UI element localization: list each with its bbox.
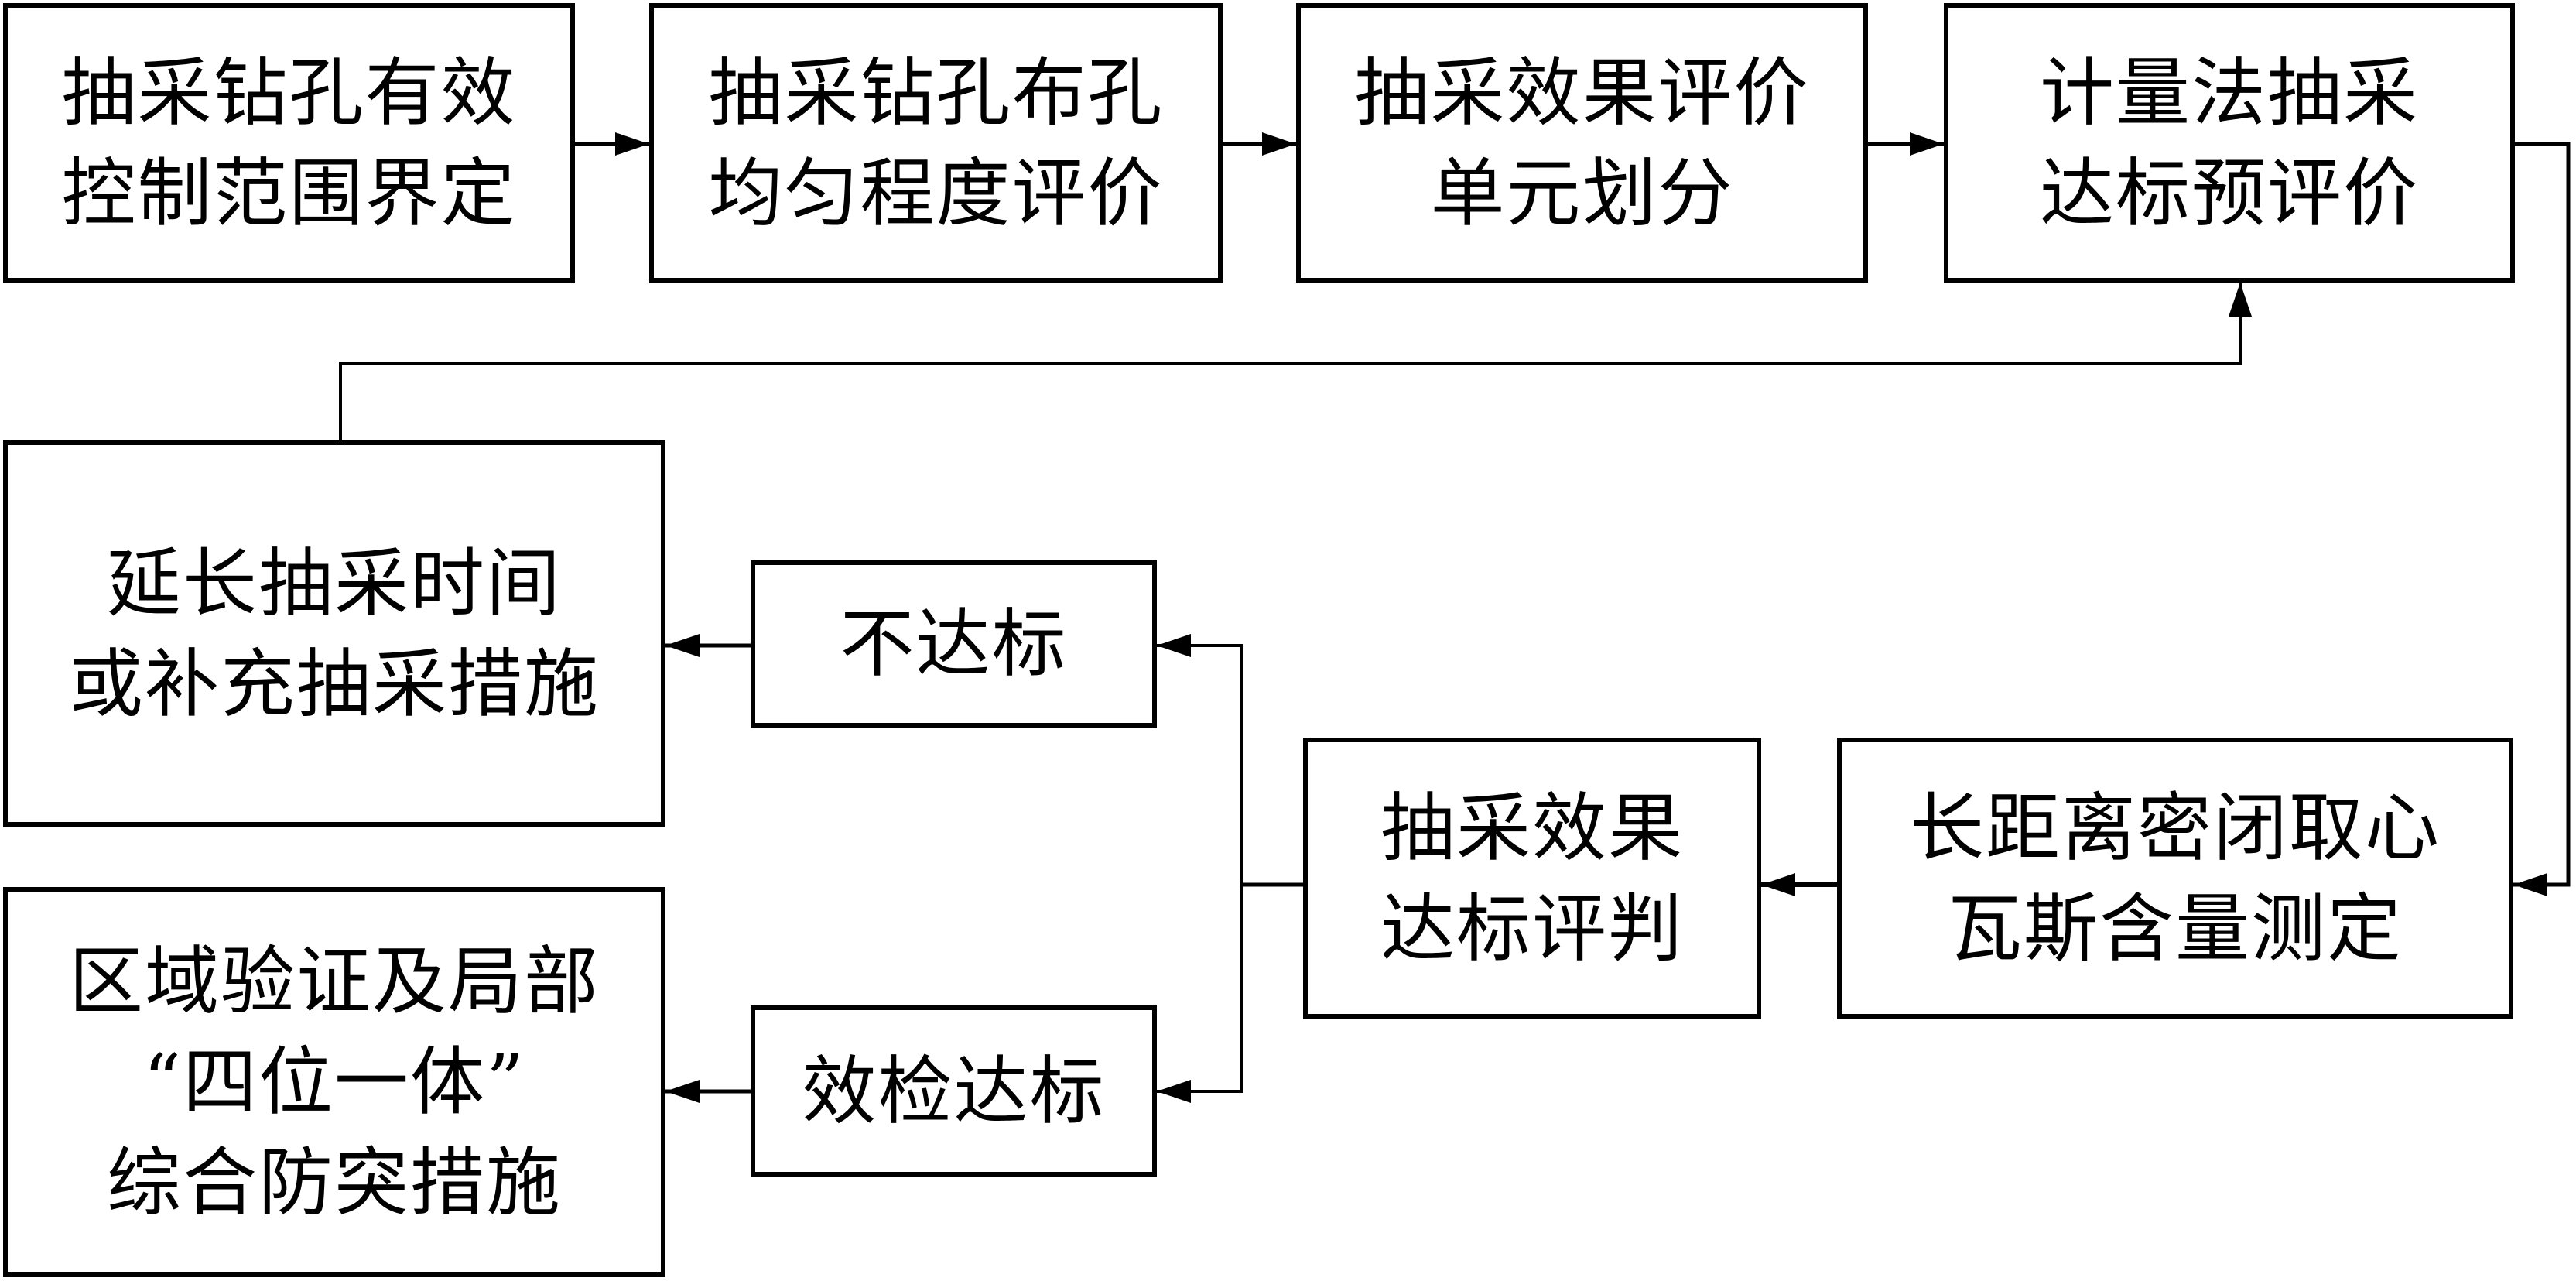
edge-n7-n6 bbox=[1157, 634, 1243, 885]
edge-n5-n4 bbox=[339, 283, 2252, 440]
node-text: 达标评判 bbox=[1380, 885, 1684, 972]
node-text: 抽采钻孔布孔 bbox=[708, 49, 1164, 136]
node-text: 或补充抽采措施 bbox=[69, 640, 600, 728]
node-borehole-control-range: 抽采钻孔有效 控制范围界定 bbox=[3, 3, 575, 283]
node-evaluation-unit-division: 抽采效果评价 单元划分 bbox=[1296, 3, 1868, 283]
node-text: 单元划分 bbox=[1430, 149, 1734, 237]
node-text: 长距离密闭取心 bbox=[1910, 784, 2441, 872]
node-metering-pre-evaluation: 计量法抽采 达标预评价 bbox=[1944, 3, 2515, 283]
node-text: 瓦斯含量测定 bbox=[1948, 885, 2403, 972]
node-text: 均匀程度评价 bbox=[708, 149, 1164, 237]
node-compliance-judgment: 抽采效果 达标评判 bbox=[1303, 738, 1761, 1019]
node-text: 达标预评价 bbox=[2040, 149, 2419, 237]
node-text: 区域验证及局部 bbox=[69, 938, 600, 1025]
node-regional-verification: 区域验证及局部 “四位一体” 综合防突措施 bbox=[3, 887, 665, 1277]
node-text: 不达标 bbox=[840, 601, 1068, 687]
node-verification-compliant: 效检达标 bbox=[751, 1005, 1157, 1177]
node-text: 计量法抽采 bbox=[2040, 49, 2419, 136]
node-text: 控制范围界定 bbox=[61, 149, 517, 237]
node-text: “四位一体” bbox=[142, 1039, 526, 1125]
edge-n7-n10 bbox=[1157, 885, 1243, 1103]
node-borehole-uniformity: 抽采钻孔布孔 均匀程度评价 bbox=[649, 3, 1223, 283]
node-text: 延长抽采时间 bbox=[107, 539, 562, 627]
node-extend-drainage: 延长抽采时间 或补充抽采措施 bbox=[3, 440, 665, 827]
edge-n4-n8 bbox=[2513, 142, 2571, 896]
node-not-compliant: 不达标 bbox=[751, 560, 1157, 728]
node-text: 抽采效果评价 bbox=[1354, 49, 1810, 136]
node-gas-content-measurement: 长距离密闭取心 瓦斯含量测定 bbox=[1837, 738, 2513, 1019]
node-text: 抽采效果 bbox=[1380, 784, 1684, 872]
node-text: 效检达标 bbox=[802, 1047, 1106, 1135]
node-text: 抽采钻孔有效 bbox=[61, 49, 517, 136]
node-text: 综合防突措施 bbox=[107, 1139, 562, 1226]
